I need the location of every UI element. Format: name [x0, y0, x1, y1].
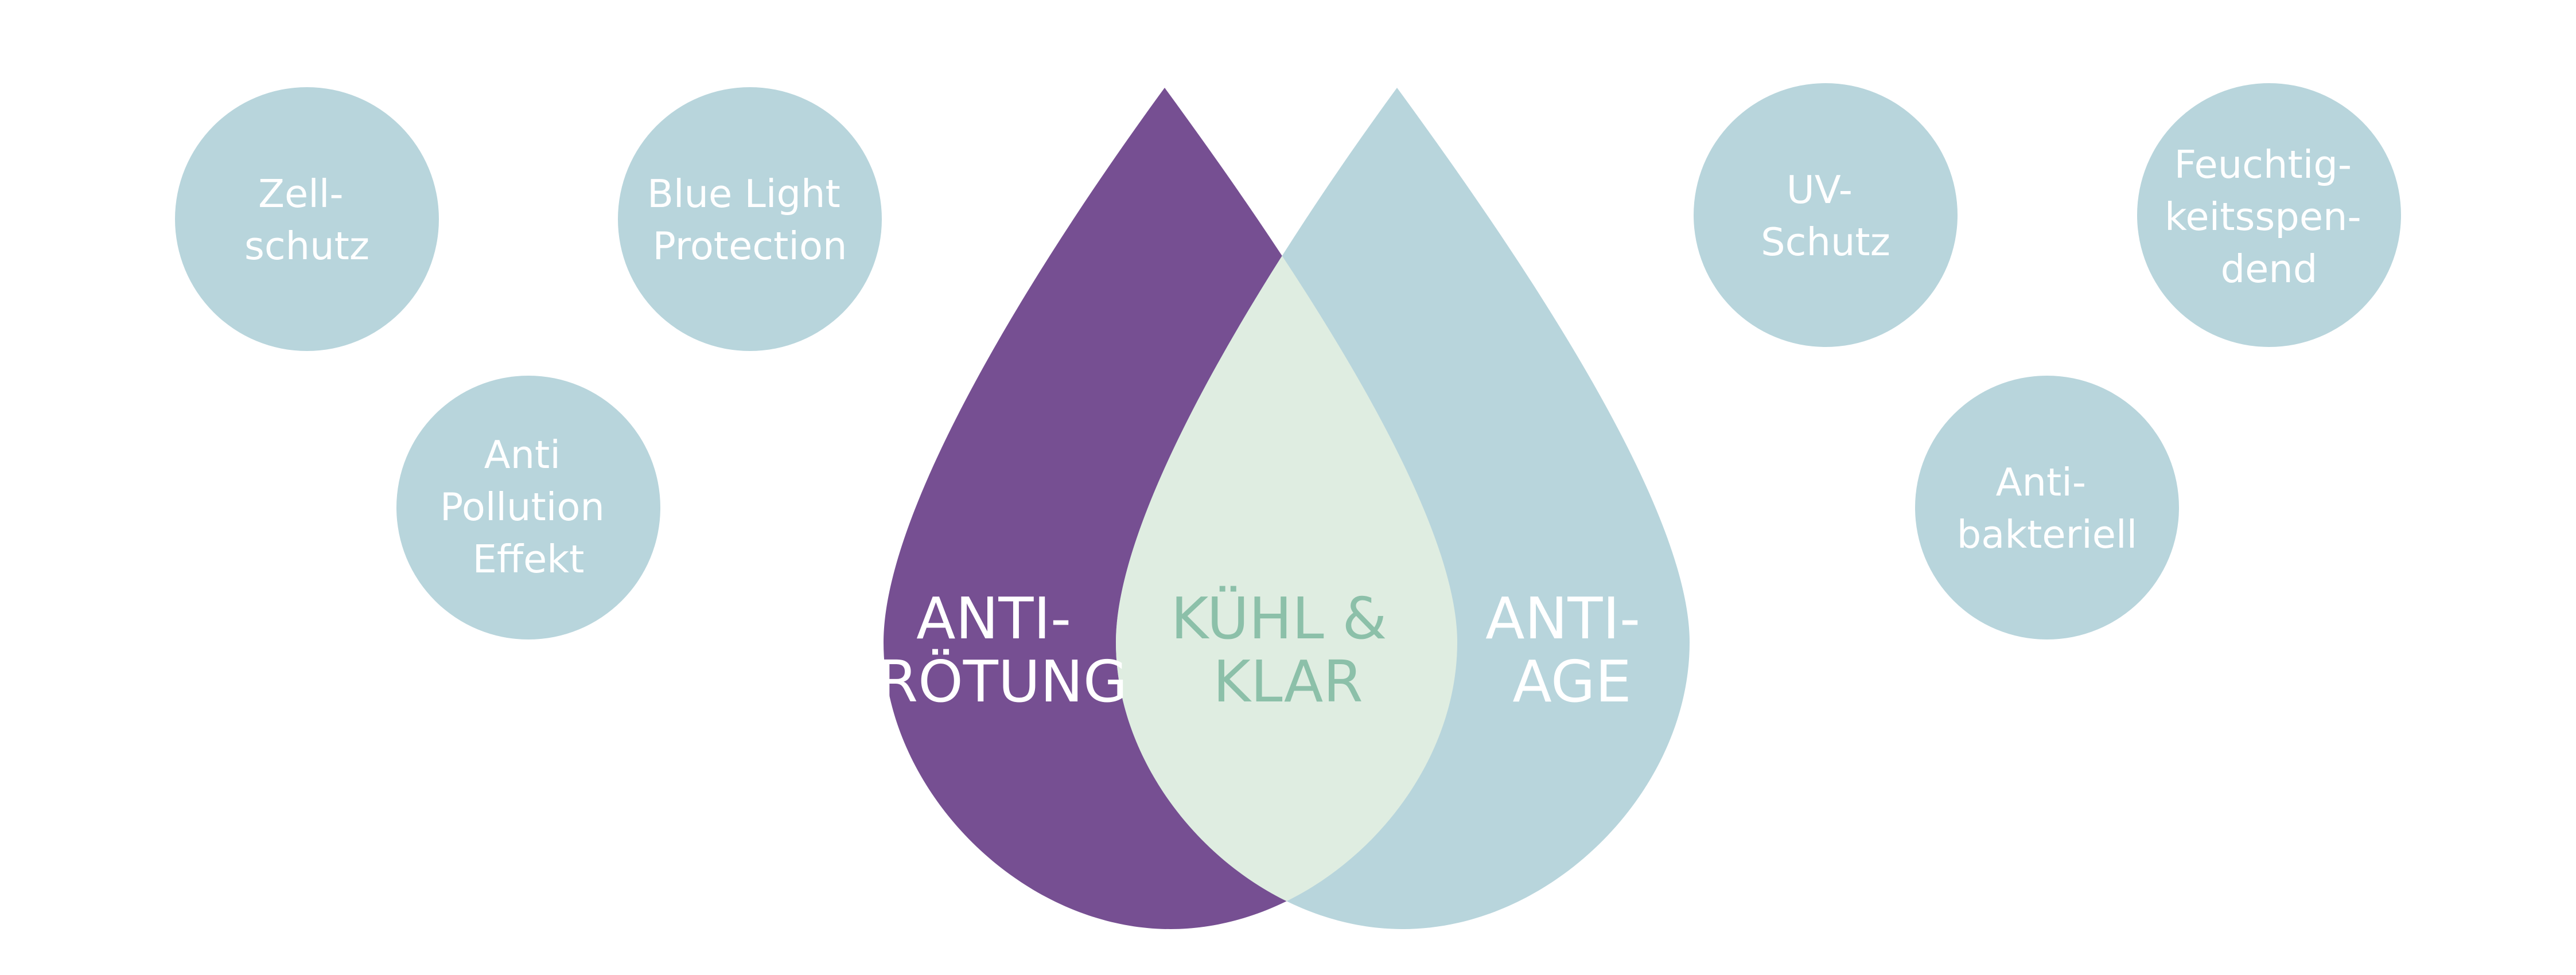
- svg-text:Anti- bakteriell: Anti- bakteriell: [1957, 460, 2138, 557]
- circle-label-line: schutz: [244, 224, 369, 268]
- circle-label-line: keitsspen-: [2165, 194, 2361, 239]
- drop-right-label-line: ANTI-: [1485, 585, 1640, 652]
- circle-label-line: Schutz: [1761, 220, 1890, 264]
- circle-label-line: Zell-: [258, 171, 344, 216]
- circle-shape: [618, 87, 882, 351]
- drop-left-label: ANTI- RÖTUNG: [878, 585, 1128, 715]
- benefit-circle-uv-schutz: UV- Schutz: [1694, 83, 1958, 347]
- drop-left-label-line: RÖTUNG: [878, 648, 1128, 715]
- drop-overlap-label: KÜHL & KLAR: [1171, 585, 1406, 715]
- benefit-circle-antibakteriell: Anti- bakteriell: [1915, 376, 2179, 639]
- circle-label-line: dend: [2221, 247, 2318, 291]
- benefit-circle-zellschutz: Zell- schutz: [175, 87, 439, 351]
- circle-shape: [396, 376, 660, 639]
- circle-label-line: Feuchtig-: [2174, 142, 2352, 187]
- benefit-circle-anti-pollution: Anti Pollution Effekt: [396, 376, 660, 639]
- circle-shape: [1694, 83, 1958, 347]
- svg-text:Anti Pollution Eff: Anti Pollution Effekt: [440, 432, 617, 582]
- circle-label-line: UV-: [1787, 167, 1853, 212]
- svg-text:Zell- schutz: Zell- schutz: [244, 171, 369, 268]
- circle-label-line: Effekt: [473, 537, 585, 582]
- drop-overlap-label-line: KLAR: [1213, 648, 1363, 715]
- circle-label-line: Anti-: [1996, 460, 2086, 505]
- svg-text:Blue Light Protection: Blue Light Protection: [647, 171, 853, 268]
- circle-shape: [2137, 83, 2401, 347]
- drop-left-label-line: ANTI-: [916, 585, 1071, 652]
- circle-shape: [1915, 376, 2179, 639]
- circle-label-line: Pollution: [440, 485, 605, 529]
- circle-label-line: Anti: [484, 432, 561, 477]
- circle-label-line: Protection: [653, 224, 847, 268]
- circle-label-line: bakteriell: [1957, 512, 2138, 557]
- drop-right-label: ANTI- AGE: [1485, 585, 1659, 715]
- circle-shape: [175, 87, 439, 351]
- drop-right-label-line: AGE: [1512, 648, 1631, 715]
- benefit-circle-blue-light: Blue Light Protection: [618, 87, 882, 351]
- drop-overlap-label-line: KÜHL &: [1171, 585, 1387, 652]
- benefit-circle-feuchtigkeit: Feuchtig- keitsspen- dend: [2137, 83, 2401, 347]
- svg-text:UV- Schutz: UV- Schutz: [1761, 167, 1890, 264]
- circle-label-line: Blue Light: [647, 171, 840, 216]
- svg-text:Feuchtig- keitsspen-: Feuchtig- keitsspen- dend: [2165, 142, 2373, 291]
